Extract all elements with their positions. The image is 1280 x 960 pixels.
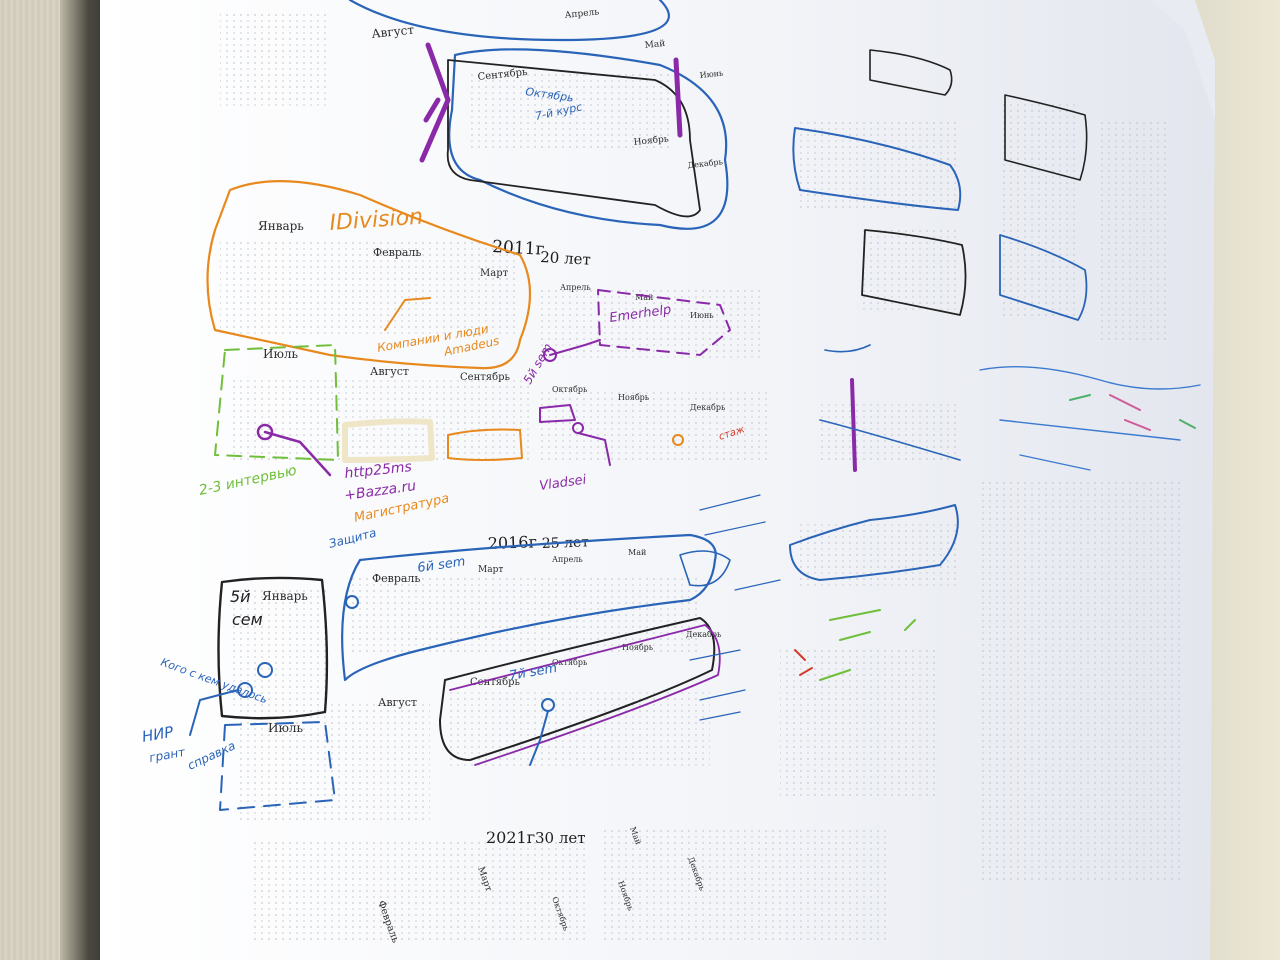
month-label: Апрель — [560, 283, 591, 292]
month-label: Апрель — [552, 555, 583, 564]
month-label: Март — [478, 565, 503, 575]
blue-loop-right — [792, 127, 962, 211]
month-label: Ноябрь — [633, 133, 669, 148]
purple-arrow — [263, 430, 332, 477]
blue-arc-top — [348, 0, 670, 42]
purple-branch — [577, 432, 611, 466]
purple-bar — [673, 57, 683, 138]
month-label: Сентябрь — [470, 677, 520, 688]
purple-bar-right — [850, 378, 857, 472]
black-loop-right-top — [869, 49, 953, 96]
month-label: Февраль — [373, 246, 421, 259]
blue-loop-2010 — [448, 48, 729, 230]
month-label: Июль — [263, 347, 299, 361]
orange-node — [672, 434, 684, 446]
black-box-jan — [217, 576, 329, 720]
note-http: http25ms — [344, 459, 413, 482]
month-label: Декабрь — [690, 403, 726, 412]
purple-dashed-box — [597, 289, 731, 356]
month-label: Январь — [258, 219, 304, 233]
month-label: Август — [371, 23, 415, 41]
month-label: Апрель — [564, 7, 599, 21]
month-label: Август — [370, 365, 409, 378]
month-label: Март — [480, 268, 509, 279]
year-age: 30 лет — [535, 829, 586, 847]
blue-wave-right — [819, 344, 961, 461]
month-label: Май — [644, 39, 666, 51]
orange-box-2011 — [206, 180, 532, 370]
month-label: Октябрь — [552, 658, 588, 667]
note-sem5-box: 5й — [230, 587, 251, 606]
cream-box — [342, 418, 435, 463]
red-marks — [794, 649, 813, 676]
month-label: Январь — [262, 589, 308, 603]
blue-node — [345, 595, 359, 609]
blue-dashed-box — [219, 721, 336, 811]
year-title: 2016г — [487, 532, 537, 553]
note-sem6: 6й sem — [416, 554, 466, 576]
blue-loop-far — [999, 234, 1088, 321]
purple-box-oct — [539, 404, 576, 423]
green-dashed-box — [214, 344, 339, 461]
month-label: Ноябрь — [622, 643, 654, 652]
blue-loop-2016 — [341, 533, 717, 682]
note-sm-box: сем — [232, 610, 263, 629]
month-label: Июнь — [699, 69, 724, 80]
month-label: Июнь — [690, 311, 714, 320]
note-nir: НИР — [141, 723, 176, 746]
month-label: Сентябрь — [460, 372, 510, 383]
month-label: Октябрь — [552, 385, 588, 394]
month-label: Май — [635, 293, 653, 302]
green-marks — [819, 609, 916, 681]
purple-bracket — [419, 42, 451, 163]
blue-branch — [529, 710, 549, 766]
blue-branch — [189, 689, 239, 736]
month-label: Май — [628, 548, 646, 557]
year-headings: 2011г 20 лет 2016г 25 лет 2021г 30 лет — [486, 237, 591, 847]
note-vladsei: Vladsei — [538, 472, 587, 493]
month-label: Февраль — [372, 572, 420, 585]
purple-node — [256, 423, 274, 441]
month-label: Август — [378, 696, 417, 709]
black-loop-right — [861, 229, 967, 316]
purple-node — [543, 348, 557, 362]
green-marks-far — [1069, 394, 1196, 429]
blue-node — [257, 662, 273, 678]
month-label: Июль — [268, 721, 304, 735]
month-labels: Август Апрель Май Июнь Сентябрь Ноябрь Д… — [258, 7, 726, 944]
black-loop-2016 — [439, 617, 716, 761]
month-label: Ноябрь — [618, 393, 650, 402]
year-title: 2021г — [486, 828, 535, 847]
orange-box-small — [447, 428, 523, 461]
black-loop-far — [1004, 94, 1088, 181]
orange-branch — [384, 297, 431, 331]
purple-branch — [549, 339, 601, 356]
month-label: Декабрь — [687, 157, 724, 170]
month-label: Декабрь — [686, 630, 722, 639]
month-label: Сентябрь — [477, 67, 528, 83]
pink-marks-far — [1109, 394, 1151, 431]
blue-cluster-right — [789, 504, 959, 581]
blue-scribbles — [689, 494, 781, 721]
blue-cluster-2 — [679, 550, 731, 587]
note-grant: грант — [148, 745, 187, 765]
poster-fold — [1150, 0, 1215, 120]
year-title: 2011г — [492, 237, 545, 260]
year-age: 20 лет — [540, 248, 591, 269]
purple-loop-2016 — [449, 624, 721, 766]
multicolor-far — [979, 365, 1201, 471]
